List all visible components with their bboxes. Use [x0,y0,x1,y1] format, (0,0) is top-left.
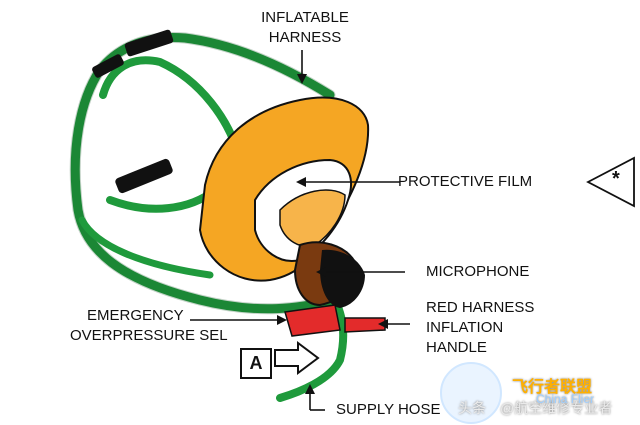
label-red-harness-line2: INFLATION [426,319,504,336]
label-red-harness-line3: HANDLE [426,339,487,356]
watermark-logo [440,362,502,424]
mask-body [198,96,370,308]
view-a-box: A [240,348,272,379]
label-supply-hose: SUPPLY HOSE [336,401,441,418]
watermark-mid: @航空维修专业者 [500,400,613,416]
label-emergency: EMERGENCY OVERPRESSURE SEL [70,306,228,346]
label-emergency-line1: EMERGENCY [87,307,184,324]
watermark-left: 头条 [458,400,486,416]
view-a-arrow [274,341,320,375]
label-inflatable-harness-line2: HARNESS [268,29,342,46]
label-red-harness: RED HARNESS INFLATION HANDLE [426,298,534,358]
arrowheads [277,74,388,394]
label-microphone: MICROPHONE [426,263,530,280]
label-red-harness-line1: RED HARNESS [426,299,535,316]
inflatable-harness [69,31,348,402]
label-protective-film: PROTECTIVE FILM [398,173,533,190]
watermark-sub: China Flier [536,392,595,406]
label-emergency-line2: OVERPRESSURE SEL [70,327,228,344]
harness-straps [92,29,174,194]
label-inflatable-harness-line1: INFLATABLE [261,9,349,26]
protective-film-callout-triangle [586,156,635,208]
protective-film-star: * [612,168,620,190]
watermark-right: 飞行者联盟 [512,379,593,396]
red-handles [284,304,386,337]
label-inflatable-harness: INFLATABLE HARNESS [250,8,360,48]
